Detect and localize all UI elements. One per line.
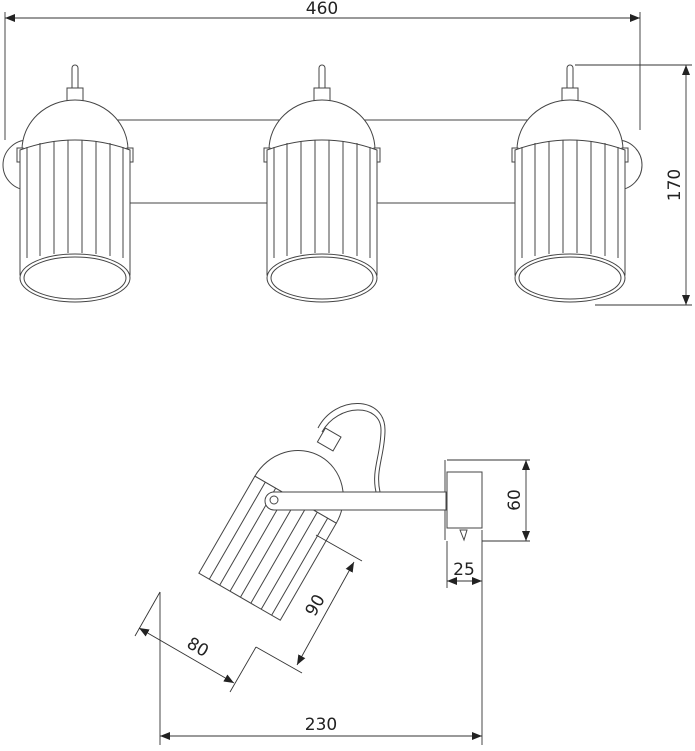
arm	[264, 491, 447, 511]
shade-length-label: 90	[302, 591, 330, 620]
dimension-plate-depth: 25	[446, 541, 482, 588]
spot-lamp-2	[263, 64, 381, 303]
dimension-plate-height: 60	[447, 459, 530, 542]
spot-lamp-1	[16, 64, 134, 303]
height-label: 170	[665, 169, 685, 201]
front-view: 460 170	[2, 0, 692, 306]
side-view: 60 25 230 80 90	[134, 403, 530, 745]
width-label: 460	[306, 0, 338, 19]
spot-lamp-side	[198, 427, 344, 621]
plate-depth-label: 25	[453, 560, 475, 580]
plate-height-label: 60	[505, 489, 525, 511]
wall-plate	[446, 471, 483, 529]
power-cord	[317, 403, 386, 493]
pivot	[269, 495, 279, 505]
switch	[459, 529, 468, 542]
dimension-total: 230	[159, 530, 483, 745]
shade-diameter-label: 80	[183, 634, 212, 662]
total-projection-label: 230	[305, 715, 337, 735]
dimension-width: 460	[4, 0, 641, 140]
spot-lamp-3	[511, 64, 629, 303]
dimension-shade-diameter: 80	[134, 591, 257, 693]
dimension-height: 170	[575, 64, 692, 306]
